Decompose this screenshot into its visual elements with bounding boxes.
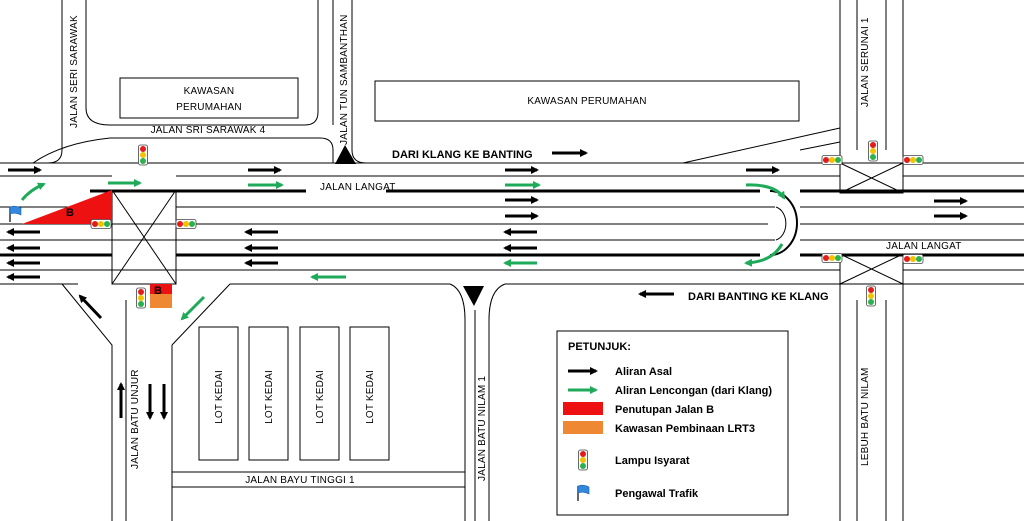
legend-item-flagman: Pengawal Trafik bbox=[615, 488, 699, 500]
housing-block-east: KAWASAN PERUMAHAN bbox=[374, 80, 800, 122]
street-labels: JALAN SERI SARAWAK JALAN SRI SARAWAK 4 J… bbox=[69, 14, 962, 486]
label-lebuh-batu-nilam: LEBUH BATU NILAM bbox=[860, 367, 871, 466]
housing-block-west: KAWASAN PERUMAHAN bbox=[119, 77, 299, 119]
label-jalan-batu-nilam-1: JALAN BATU NILAM 1 bbox=[477, 376, 488, 481]
label-jalan-langat-east: JALAN LANGAT bbox=[886, 241, 962, 252]
legend-item-closure-b: Penutupan Jalan B bbox=[615, 404, 714, 416]
label-jalan-serunai-1: JALAN SERUNAI 1 bbox=[860, 17, 871, 107]
traffic-light-icon bbox=[902, 254, 924, 264]
traffic-light-icon bbox=[902, 155, 924, 165]
label-jalan-sri-sarawak-4: JALAN SRI SARAWAK 4 bbox=[151, 125, 266, 136]
traffic-light-icon bbox=[90, 219, 112, 229]
legend-red-swatch bbox=[563, 402, 603, 415]
traffic-flagman-icon bbox=[9, 205, 22, 222]
legend-orange-swatch bbox=[563, 421, 603, 434]
legend-item-original-flow: Aliran Asal bbox=[615, 366, 672, 378]
traffic-light-icon bbox=[821, 253, 843, 263]
closure-b-label: B bbox=[66, 207, 74, 219]
traffic-light-icon bbox=[136, 287, 146, 309]
housing-west-line1: KAWASAN bbox=[184, 86, 235, 97]
original-flow-arrows bbox=[6, 166, 968, 420]
road-closure-b: B bbox=[22, 190, 112, 224]
direction-klang-to-banting: DARI KLANG KE BANTING bbox=[392, 149, 533, 161]
label-jalan-bayu-tinggi-1: JALAN BAYU TINGGI 1 bbox=[245, 475, 355, 486]
shop-lot-4-label: LOT KEDAI bbox=[365, 370, 376, 424]
label-jalan-langat-west: JALAN LANGAT bbox=[320, 182, 396, 193]
traffic-light-icon bbox=[175, 219, 197, 229]
shop-lots: LOT KEDAI LOT KEDAI LOT KEDAI LOT KEDAI bbox=[198, 326, 390, 461]
legend-item-lrt3-zone: Kawasan Pembinaan LRT3 bbox=[615, 423, 755, 435]
lrt3-b-label: B bbox=[154, 285, 162, 297]
warning-triangle-south bbox=[463, 286, 484, 306]
lrt3-construction-zone: B bbox=[150, 284, 172, 308]
traffic-light-icon bbox=[866, 285, 876, 307]
legend-item-traffic-light: Lampu Isyarat bbox=[615, 455, 690, 467]
label-jalan-batu-unjur: JALAN BATU UNJUR bbox=[130, 369, 141, 469]
legend-traffic-light-icon bbox=[578, 449, 588, 471]
diversion-flow-arrows bbox=[20, 179, 786, 321]
label-jalan-seri-sarawak: JALAN SERI SARAWAK bbox=[69, 15, 80, 128]
label-jalan-tun-sambanthan: JALAN TUN SAMBANTHAN bbox=[339, 14, 350, 145]
traffic-light-icon bbox=[821, 155, 843, 165]
shop-lot-3-label: LOT KEDAI bbox=[315, 370, 326, 424]
shop-lot-2-label: LOT KEDAI bbox=[264, 370, 275, 424]
warning-triangle-north bbox=[335, 145, 356, 164]
legend-item-diversion-flow: Aliran Lencongan (dari Klang) bbox=[615, 385, 772, 397]
legend-flag-icon bbox=[577, 484, 590, 501]
legend: PETUNJUK: Aliran Asal Aliran Lencongan (… bbox=[556, 330, 789, 516]
shop-lot-1-label: LOT KEDAI bbox=[214, 370, 225, 424]
legend-title: PETUNJUK: bbox=[568, 341, 631, 353]
housing-west-line2: PERUMAHAN bbox=[176, 102, 242, 113]
direction-banting-to-klang: DARI BANTING KE KLANG bbox=[688, 291, 829, 303]
traffic-light-icon bbox=[138, 144, 148, 166]
traffic-light-icon bbox=[868, 140, 878, 162]
housing-east-label: KAWASAN PERUMAHAN bbox=[527, 96, 646, 107]
